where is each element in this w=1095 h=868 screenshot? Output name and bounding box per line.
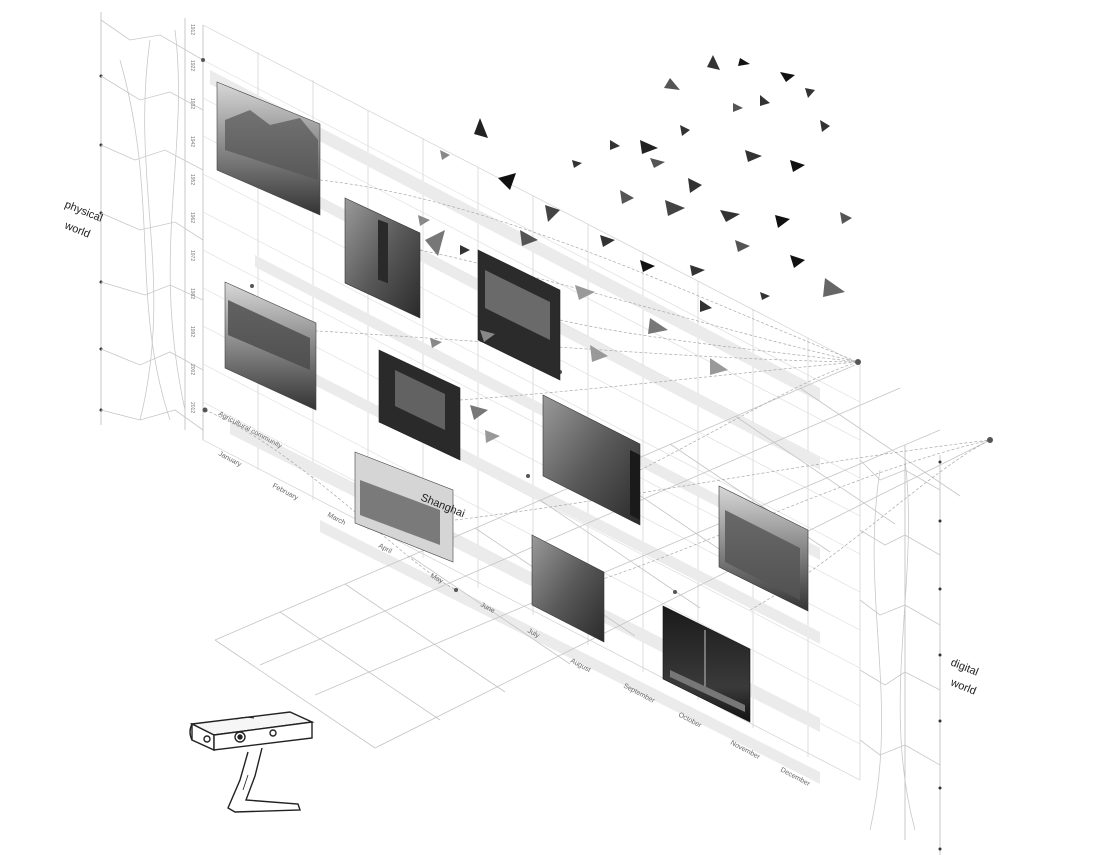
photo-tram [477,249,561,381]
year-label: 1962 [189,212,195,223]
photo-city-aerial [718,485,809,612]
photo-bund [224,281,317,411]
digital-world-label-line2: world [948,676,978,697]
digital-zigzag-lines [859,459,941,831]
digital-world-axis [904,445,941,855]
photo-interior [378,349,461,461]
year-label: 1952 [189,174,195,185]
floating-triangles [418,55,852,443]
year-label: 2012 [189,402,195,413]
digital-world-label-line1: digital [949,657,980,679]
year-label: 1942 [189,136,195,147]
year-label: 1922 [189,60,195,71]
photo-night-skyline [662,605,751,723]
flow-curves [204,179,991,611]
year-label: 1912 [189,24,195,35]
photo-tower [344,197,421,319]
year-label: 1992 [189,326,195,337]
photo-street-1 [216,81,321,216]
physical-world-label-line2: world [62,219,92,240]
scanner-device [189,711,315,813]
floor-grid [214,364,991,749]
photo-alley [531,534,605,643]
physical-zigzag-lines [100,19,204,431]
year-labels: 1912 1922 1932 1942 1952 1962 1972 1982 … [189,24,195,413]
year-label: 1932 [189,98,195,109]
year-label: 1982 [189,288,195,299]
scanner-lens-right-icon [269,729,277,737]
row-label: Agricultural community [217,411,283,451]
year-label: 1972 [189,250,195,261]
month-label: January [217,451,243,469]
photo-street-2 [542,394,641,526]
digital-axis-ticks [938,460,942,851]
physical-world-axis [100,12,204,440]
photo-shanghai-building: Shanghai [354,451,466,563]
scanner-lens-left-icon [203,735,211,743]
year-label: 2002 [189,364,195,375]
month-label: February [271,483,299,503]
